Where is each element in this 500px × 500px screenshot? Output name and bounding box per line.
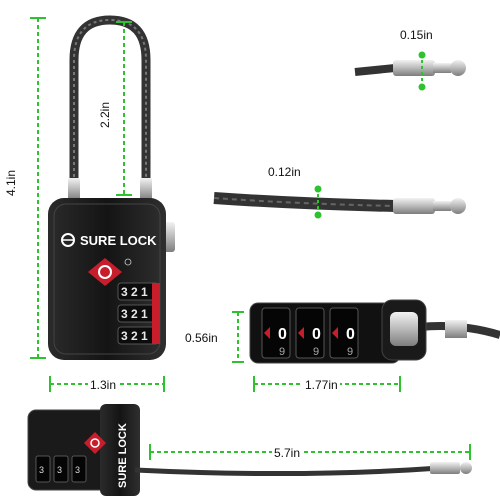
dial-row-2: 3 2 1 — [121, 307, 148, 321]
svg-text:3: 3 — [39, 465, 44, 475]
side-tsa-icon — [84, 432, 106, 454]
dimension-tip-diameter — [418, 51, 426, 91]
side-brand-label: SURE LOCK — [117, 423, 129, 488]
label-cable-length: 5.7in — [272, 446, 303, 460]
dimension-shackle-height — [116, 21, 132, 196]
label-shackle-height: 2.2in — [98, 101, 113, 129]
closeup-digit-2: 0 — [312, 326, 321, 343]
dial-row-3: 3 2 1 — [121, 329, 148, 343]
svg-text:3: 3 — [57, 465, 62, 475]
label-cable-diameter: 0.12in — [268, 165, 301, 179]
cable-section-detail — [213, 192, 466, 214]
closeup-lower-digit-2: 9 — [313, 346, 319, 358]
dimension-cable-diameter — [314, 185, 322, 219]
dimension-total-height — [30, 17, 46, 359]
combination-dials: 3 2 1 3 2 1 3 2 1 — [117, 282, 160, 345]
closeup-digit-1: 0 — [278, 326, 287, 343]
label-tip-diameter: 0.15in — [400, 28, 433, 42]
label-dial-width: 1.77in — [303, 378, 340, 392]
tsa-logo-icon — [88, 258, 132, 286]
closeup-digit-3: 0 — [346, 326, 355, 343]
svg-text:3: 3 — [75, 465, 80, 475]
closeup-lower-digit-3: 9 — [347, 346, 353, 358]
main-padlock: SURE LOCK 3 2 1 3 2 1 3 2 1 — [48, 15, 175, 360]
label-dial-height: 0.56in — [185, 331, 218, 345]
dimension-dial-height — [232, 311, 244, 363]
dial-closeup: 0 0 0 9 9 9 — [249, 299, 500, 364]
label-body-width: 1.3in — [88, 378, 119, 392]
long-cable — [134, 465, 441, 477]
side-padlock: SURE LOCK 3 3 3 — [27, 404, 472, 496]
label-total-height: 4.1in — [4, 169, 19, 197]
dial-row-1: 3 2 1 — [121, 285, 148, 299]
brand-label: SURE LOCK — [80, 233, 157, 248]
closeup-lower-digit-1: 9 — [279, 346, 285, 358]
dimension-cable-length — [149, 444, 471, 460]
cable-tip-detail — [354, 60, 466, 76]
